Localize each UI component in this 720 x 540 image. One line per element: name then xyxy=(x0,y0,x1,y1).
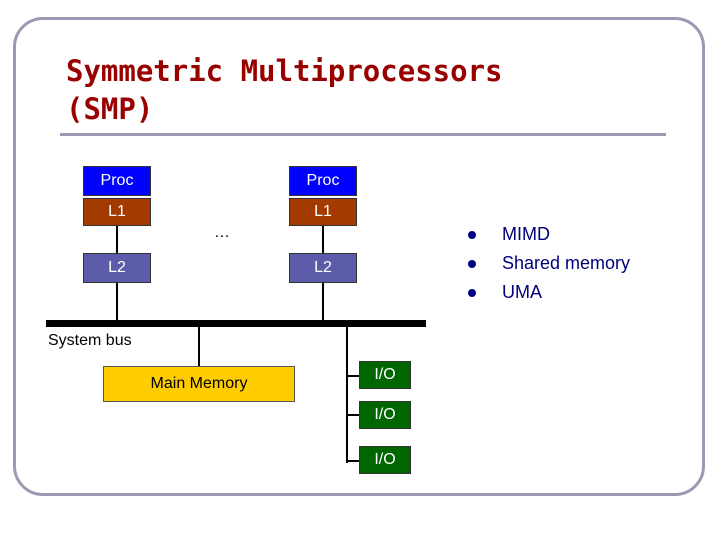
io-2-box: I/O xyxy=(359,401,411,429)
l2-cache-2-box: L2 xyxy=(289,253,357,283)
io-3-connector xyxy=(346,460,359,462)
title-underline xyxy=(60,133,666,136)
bullet-item: UMA xyxy=(468,278,630,307)
io-1-box: I/O xyxy=(359,361,411,389)
bullet-dot-icon xyxy=(468,230,476,239)
l2-bus-connector-2 xyxy=(322,283,324,320)
io-2-connector xyxy=(346,414,359,416)
main-memory-box: Main Memory xyxy=(103,366,295,402)
l1-cache-2-box: L1 xyxy=(289,198,357,226)
proc-2-box: Proc xyxy=(289,166,357,196)
io-3-box: I/O xyxy=(359,446,411,474)
l2-bus-connector-1 xyxy=(116,283,118,320)
system-bus xyxy=(46,320,426,327)
bullet-text: UMA xyxy=(502,282,542,302)
l1-cache-1-box: L1 xyxy=(83,198,151,226)
l2-cache-1-box: L2 xyxy=(83,253,151,283)
io-trunk-line xyxy=(346,327,348,463)
l1-l2-connector-2 xyxy=(322,226,324,253)
proc-1-box: Proc xyxy=(83,166,151,196)
bullet-text: MIMD xyxy=(502,224,550,244)
bullet-dot-icon xyxy=(468,288,476,297)
bullet-dot-icon xyxy=(468,259,476,268)
bullet-text: Shared memory xyxy=(502,253,631,273)
memory-bus-connector xyxy=(198,327,200,366)
more-processors-ellipsis: … xyxy=(214,224,230,241)
bullet-item: MIMD xyxy=(468,220,630,249)
l1-l2-connector-1 xyxy=(116,226,118,253)
system-bus-label: System bus xyxy=(48,332,132,349)
bullet-item: Shared memory xyxy=(468,249,630,278)
slide-title: Symmetric Multiprocessors (SMP) xyxy=(66,54,503,126)
io-1-connector xyxy=(346,375,359,377)
bullet-list: MIMD Shared memory UMA xyxy=(468,220,630,307)
